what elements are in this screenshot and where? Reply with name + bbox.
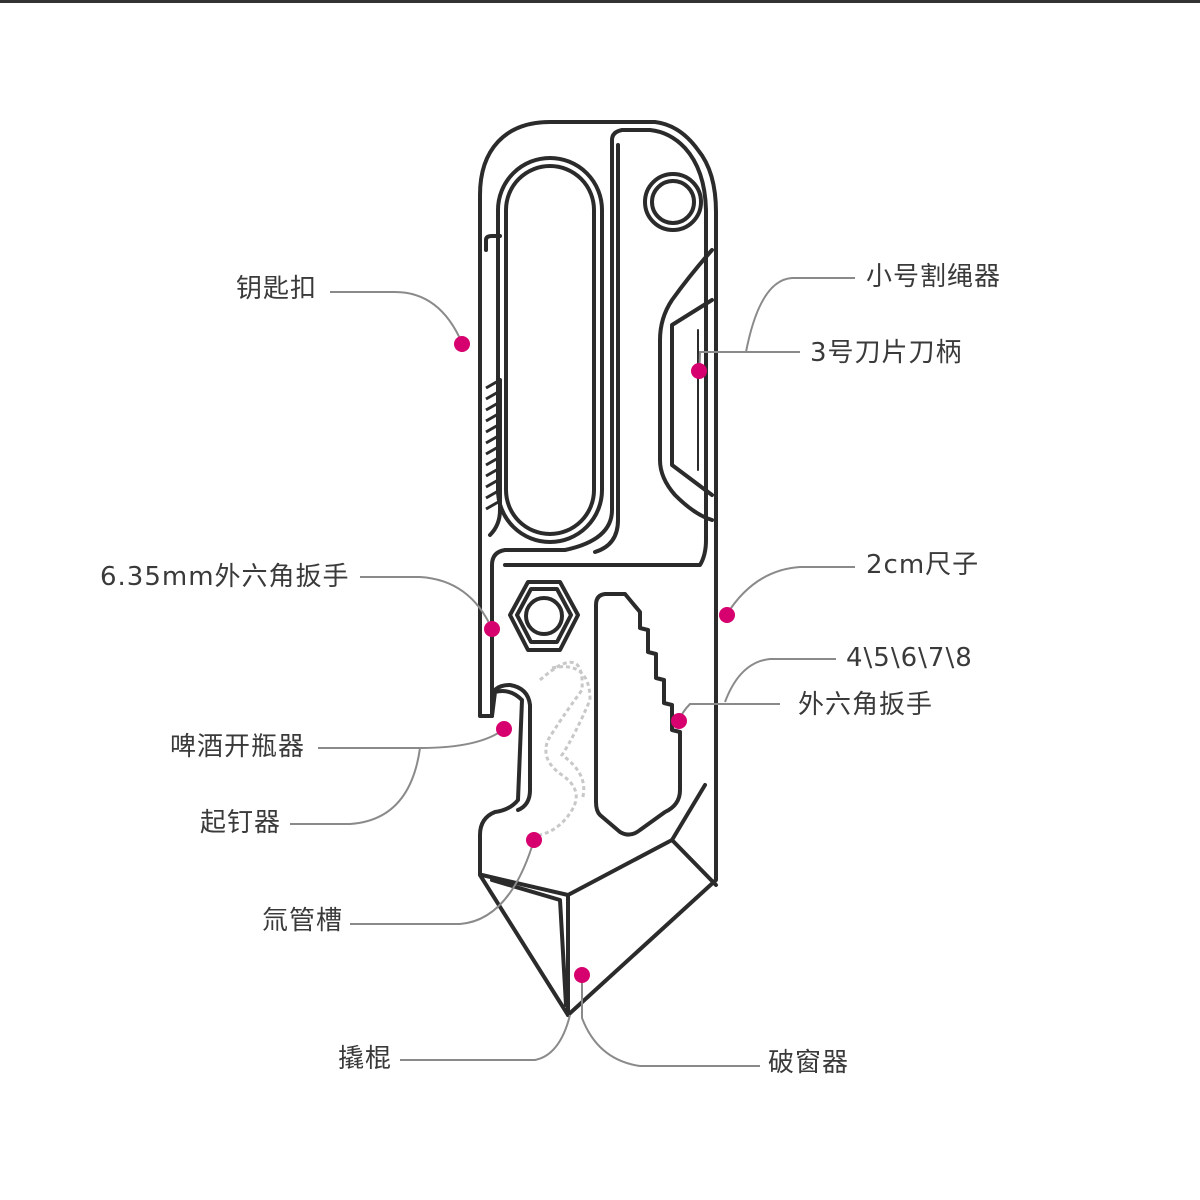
ruler-hatch-mark <box>485 444 501 456</box>
marker-window-breaker <box>574 967 590 983</box>
tip-facet-left <box>490 878 568 1007</box>
marker-hex-wrench <box>671 713 687 729</box>
leader-keyring <box>330 291 463 344</box>
ruler-hatch-mark <box>485 400 501 412</box>
leader-pry-bar <box>400 1014 571 1061</box>
ruler-hatch-mark <box>485 422 501 434</box>
valve-slot-dashed <box>539 660 584 837</box>
label-pry-bar: 撬棍 <box>338 1044 393 1074</box>
label-blade-handle: 3号刀片刀柄 <box>810 338 963 368</box>
marker-blade-handle <box>691 363 707 379</box>
handle-divider <box>593 143 620 554</box>
hex-socket-inner <box>515 587 573 644</box>
keyring-slot <box>496 156 604 544</box>
label-hex-sizes: 4\5\6\7\8 <box>846 643 973 673</box>
ruler-hatch-mark <box>485 477 501 489</box>
tip-facet-right <box>670 783 707 842</box>
marker-hex-wrench-635 <box>484 621 500 637</box>
leader-nail-puller <box>290 747 421 825</box>
label-nail-puller: 起钉器 <box>200 808 282 838</box>
blade-handle-recess <box>658 248 714 522</box>
leader-small-rope-cutter <box>745 277 855 353</box>
label-bottle-opener: 啤酒开瓶器 <box>170 732 306 762</box>
ruler-hatch-mark <box>485 411 501 423</box>
leader-ruler <box>726 566 855 615</box>
bottle-opener-hook <box>490 683 532 812</box>
leader-bottle-opener <box>318 728 505 749</box>
ruler-hatch-mark <box>485 466 501 478</box>
ruler-hatch-mark <box>485 455 501 467</box>
leader-hex-wrench <box>678 703 780 722</box>
label-hex-wrench: 外六角扳手 <box>798 690 934 720</box>
ruler-hatch-mark <box>485 433 501 445</box>
marker-valve-slot <box>526 832 542 848</box>
label-valve-slot: 氚管槽 <box>262 906 344 936</box>
ruler-edge <box>488 378 502 537</box>
label-hex-wrench-635: 6.35mm外六角扳手 <box>100 562 350 592</box>
ruler-hatch-mark <box>485 389 501 401</box>
label-keyring: 钥匙扣 <box>236 274 318 304</box>
ruler-hatch-mark <box>485 499 501 511</box>
lanyard-hole-inner <box>650 179 696 225</box>
tip-facet-upper <box>480 838 718 897</box>
keyring-edge-step <box>484 234 502 252</box>
marker-bottle-opener <box>496 721 512 737</box>
hex-socket-hole <box>524 596 564 636</box>
tool-inner-contour <box>490 128 708 708</box>
hex-socket <box>508 580 580 652</box>
ruler-hatch <box>485 378 502 537</box>
label-ruler: 2cm尺子 <box>866 550 980 580</box>
leader-lines <box>290 277 855 1067</box>
blade-handle-recess-inner <box>670 298 714 497</box>
label-window-breaker: 破窗器 <box>768 1048 850 1078</box>
ruler-hatch-mark <box>485 488 501 500</box>
lanyard-hole <box>643 172 703 232</box>
tool-body-outline <box>478 120 718 1017</box>
marker-ruler <box>719 607 735 623</box>
leader-hex-sizes <box>724 658 836 703</box>
stepped-hex-slot <box>594 592 682 837</box>
top-border-line <box>0 0 1200 3</box>
callout-markers <box>454 336 735 983</box>
marker-keyring <box>454 336 470 352</box>
valve-slot-dashed-2 <box>551 665 592 801</box>
leader-window-breaker <box>581 975 760 1067</box>
keyring-slot-inner <box>504 164 596 536</box>
leader-hex-wrench-635 <box>360 576 493 630</box>
ruler-hatch-mark <box>485 378 501 390</box>
leader-valve-slot <box>350 839 535 925</box>
label-small-rope-cutter: 小号割绳器 <box>866 262 1002 292</box>
